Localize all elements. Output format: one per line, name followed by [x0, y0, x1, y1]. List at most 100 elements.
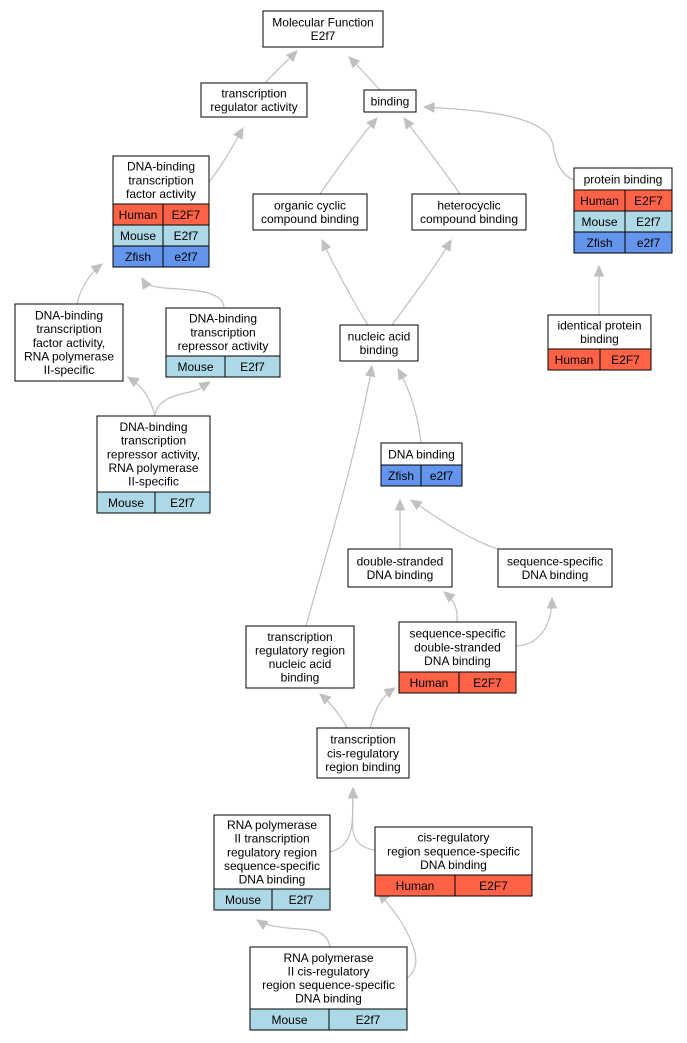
term-label-line: DNA-binding: [35, 309, 103, 323]
gene-label: e2f7: [430, 469, 454, 483]
term-label-line: organic cyclic: [274, 199, 346, 213]
arrowhead-icon: [364, 364, 376, 378]
gene-label: E2f7: [240, 360, 265, 374]
arrowhead-icon: [383, 687, 397, 699]
arrowhead-icon: [347, 786, 359, 799]
edge-dbtfa2-to-dbtfa: [76, 263, 103, 305]
edge-line: [141, 277, 225, 309]
species-label: Zfish: [586, 236, 612, 250]
gene-cell: [454, 874, 533, 897]
species-label: Human: [555, 353, 594, 367]
term-label-line: DNA-binding: [119, 420, 187, 434]
term-label-line: II cis-regulatory: [287, 965, 369, 979]
edge-line: [423, 106, 575, 181]
edge-nab-to-ocb: [321, 238, 369, 326]
edge-dsdb-to-dnab: [394, 498, 406, 549]
species-label: Zfish: [125, 250, 151, 264]
arrowhead-icon: [233, 126, 244, 140]
term-label-line: sequence-specific: [507, 555, 603, 569]
edge-rnap2crr-to-rnap2trr: [255, 919, 331, 948]
edge-trreg-to-mf: [264, 50, 298, 84]
term-box: [249, 946, 408, 1010]
gene-cell: [154, 491, 211, 514]
edge-line: [410, 499, 499, 550]
arrowhead-icon: [198, 381, 212, 392]
gene-cell: [420, 464, 463, 487]
term-label-line: sequence-specific: [409, 627, 505, 641]
term-box: [339, 324, 419, 362]
arrowhead-icon: [397, 367, 408, 381]
edge-dbtra2-to-dbtra: [154, 381, 212, 417]
edge-hcb-to-binding: [403, 117, 461, 195]
gene-label: E2f7: [356, 1013, 381, 1027]
term-label-line: RNA polymerase: [283, 951, 373, 965]
term-label-line: E2f7: [311, 29, 336, 43]
term-box: [252, 193, 368, 231]
term-label-line: DNA binding: [239, 873, 306, 887]
edge-dbtra-to-dbtfa: [141, 276, 225, 309]
species-label: Mouse: [108, 496, 144, 510]
edge-line: [256, 919, 331, 948]
edge-dbtfa-to-trreg: [208, 126, 244, 183]
species-label: Mouse: [581, 215, 617, 229]
term-label-line: binding: [281, 671, 320, 685]
edge-crrssdb-to-tcrrb: [347, 786, 376, 851]
term-label-line: binding: [360, 343, 399, 357]
term-label-line: regulator activity: [210, 100, 297, 114]
arrowhead-icon: [255, 919, 269, 931]
arrowhead-icon: [141, 276, 152, 290]
species-label: Mouse: [271, 1013, 307, 1027]
term-label-line: II transcription: [234, 832, 309, 846]
term-box: [347, 548, 453, 588]
species-row: Zfish e2f7: [573, 231, 673, 254]
term-label-line: RNA polymerase: [24, 349, 114, 363]
edges-layer: [76, 50, 605, 979]
term-label-line: region sequence-specific: [262, 978, 395, 992]
species-label: Zfish: [388, 469, 414, 483]
species-label: Human: [410, 676, 449, 690]
species-label: Mouse: [177, 360, 213, 374]
gene-label: E2F7: [473, 676, 502, 690]
term-label-line: double-stranded: [357, 555, 444, 569]
term-label-line: repressor activity: [178, 339, 269, 353]
edge-ssdsdb-to-ssdb: [515, 596, 558, 647]
arrowhead-icon: [409, 499, 423, 511]
species-row: Mouse E2f7: [165, 355, 281, 378]
arrowhead-icon: [593, 264, 605, 277]
edge-line: [321, 239, 369, 326]
gene-cell: [624, 231, 673, 254]
term-label-line: repressor activity,: [107, 447, 200, 461]
term-box: [200, 82, 308, 118]
species-label: Human: [396, 879, 435, 893]
arrowhead-icon: [348, 56, 361, 69]
edge-ocb-to-binding: [319, 117, 378, 195]
term-box: [411, 193, 527, 231]
edge-ssdb-to-dnab: [409, 499, 499, 550]
term-label-line: transcription: [190, 325, 255, 339]
term-box: [96, 415, 211, 493]
term-box: [262, 10, 384, 48]
edge-line: [391, 239, 452, 326]
term-label-line: transcription: [330, 733, 395, 747]
species-label: Mouse: [225, 893, 261, 907]
term-box: [374, 826, 533, 876]
gene-label: E2F7: [479, 879, 508, 893]
gene-label: e2f7: [637, 236, 661, 250]
arrowhead-icon: [366, 117, 378, 130]
